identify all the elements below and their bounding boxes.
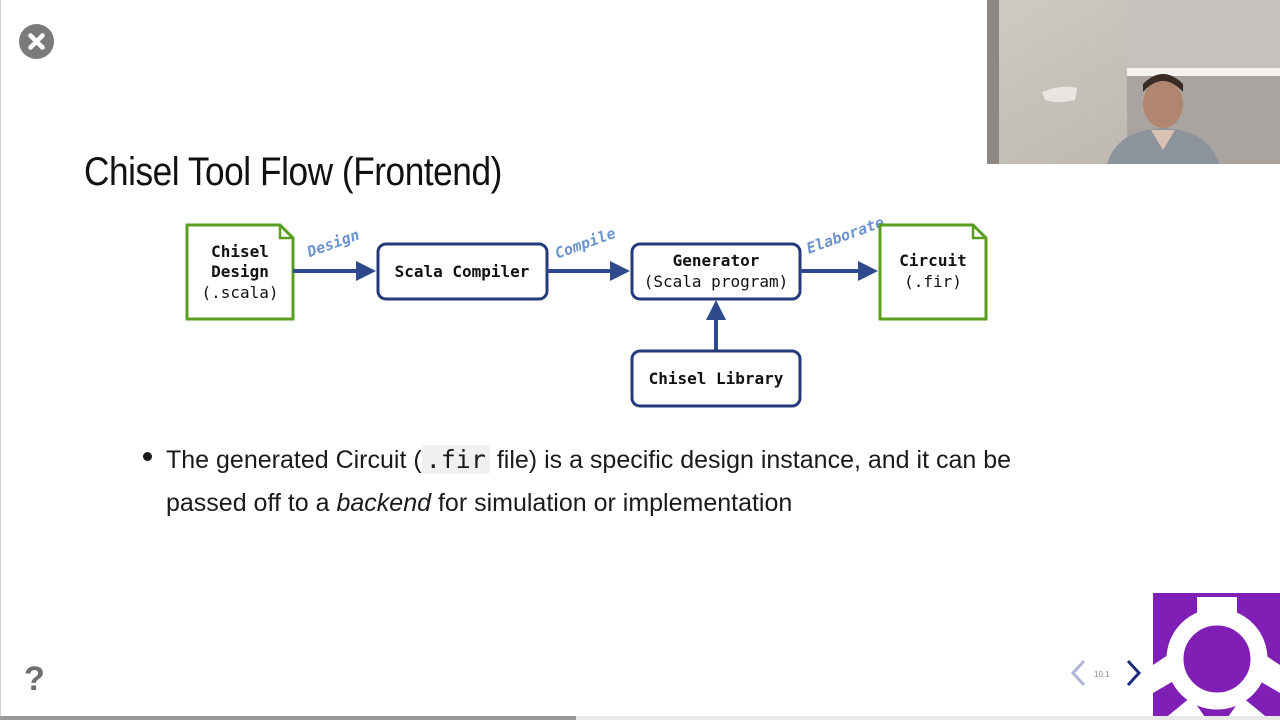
slide-number: 10.1 <box>1094 670 1110 679</box>
compile-edge-label: Compile <box>553 224 619 263</box>
progress-track <box>0 716 1280 720</box>
chisel-design-line2: Design <box>211 262 269 281</box>
design-arrow <box>293 261 376 281</box>
bullet-code: .fir <box>421 445 490 474</box>
generator-line1: Generator <box>673 251 760 270</box>
page-border <box>0 0 1 720</box>
circuit-line2: (.fir) <box>904 272 962 291</box>
library-arrow <box>706 300 726 350</box>
generator-line2: (Scala program) <box>644 272 789 291</box>
chevron-left-icon <box>1070 659 1086 687</box>
elaborate-edge-label: Elaborate <box>804 213 887 258</box>
bullet-part2: file) is a specific design instance, and… <box>166 446 1012 517</box>
bullet-dot <box>143 452 152 461</box>
circuit-line1: Circuit <box>899 251 966 270</box>
bullet-text: The generated Circuit (.fir file) is a s… <box>166 438 1066 525</box>
slide-title: Chisel Tool Flow (Frontend) <box>84 150 502 194</box>
progress-bar <box>0 716 576 720</box>
close-icon <box>28 33 45 50</box>
close-button[interactable] <box>19 24 54 59</box>
bullet-part3: for simulation or implementation <box>431 489 793 517</box>
prev-slide-button[interactable] <box>1068 658 1090 688</box>
circuit-node: Circuit (.fir) <box>878 223 988 321</box>
chisel-design-node: Chisel Design (.scala) <box>185 223 295 321</box>
next-slide-button[interactable] <box>1122 658 1144 688</box>
scala-compiler-label: Scala Compiler <box>395 262 530 281</box>
design-edge-label: Design <box>304 226 362 262</box>
scala-compiler-node: Scala Compiler <box>376 242 549 301</box>
question-icon: ? <box>24 660 45 698</box>
chisel-library-label: Chisel Library <box>649 369 784 388</box>
course-logo <box>1153 593 1280 720</box>
chisel-design-line1: Chisel <box>211 242 269 261</box>
compile-arrow <box>547 261 630 281</box>
presenter-video <box>987 0 1280 164</box>
help-button[interactable]: ? <box>24 660 45 699</box>
bullet-part1: The generated Circuit ( <box>166 446 422 474</box>
chisel-design-line3: (.scala) <box>201 283 278 302</box>
elaborate-arrow <box>800 261 878 281</box>
bullet-emphasis: backend <box>336 489 432 517</box>
presenter-video-frame <box>987 0 1280 164</box>
chisel-library-node: Chisel Library <box>630 349 802 408</box>
chevron-right-icon <box>1126 659 1142 687</box>
logo-mark <box>1153 597 1280 720</box>
generator-node: Generator (Scala program) <box>630 242 802 301</box>
